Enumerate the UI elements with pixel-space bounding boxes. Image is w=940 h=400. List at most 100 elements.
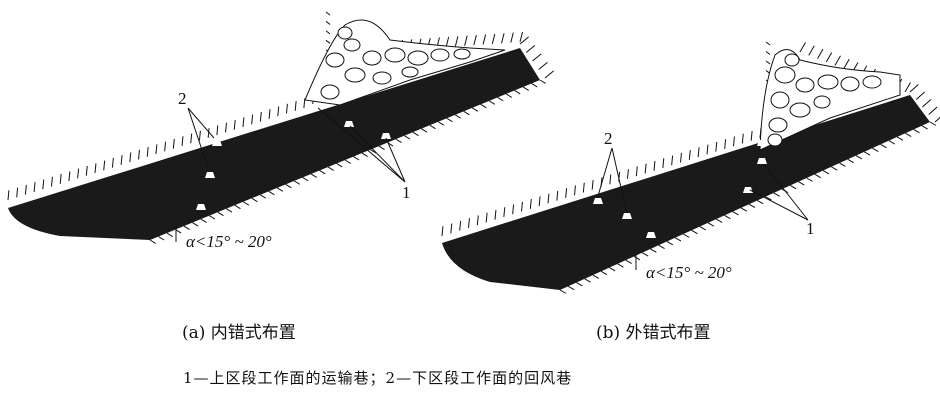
hatch-mark [740, 207, 748, 212]
hatch-mark [843, 58, 850, 69]
hatch-mark [77, 168, 80, 179]
hatch-mark [834, 55, 841, 66]
hatch-mark [497, 96, 504, 102]
hatch-mark [24, 184, 27, 195]
hatch-mark [192, 222, 199, 227]
hatch-mark [591, 179, 594, 190]
angle-label-b: α<15° ~ 20° [646, 263, 732, 282]
hatch-mark [7, 190, 10, 201]
hatch-mark [539, 79, 546, 84]
coal-seam-b [442, 95, 930, 290]
hatch-mark [404, 135, 411, 140]
hatch-mark [627, 169, 629, 179]
hatch-mark [748, 203, 756, 208]
hatch-mark [505, 93, 513, 98]
hatch-mark [503, 207, 506, 217]
hatch-mark [319, 170, 326, 175]
hatch-mark [421, 128, 428, 133]
hatch-mark [909, 84, 919, 93]
hatch-mark [450, 223, 453, 234]
hatch-mark [464, 35, 468, 46]
hatch-mark [471, 107, 479, 112]
hatch-mark [817, 48, 824, 59]
hatch-mark [574, 185, 576, 196]
hatch-mark [294, 101, 297, 111]
hatch-mark [567, 285, 575, 291]
hatch-mark [521, 201, 523, 212]
hatch-mark [494, 209, 497, 220]
hatch-mark [198, 130, 201, 141]
leader-lines-a [175, 107, 406, 242]
hatch-mark [847, 158, 854, 164]
hatch-mark [896, 136, 904, 141]
hatch-mark [16, 187, 19, 198]
hatch-mark [814, 173, 822, 179]
hatch-mark [773, 192, 780, 197]
hatch-mark [242, 117, 245, 128]
hatch-mark [476, 215, 479, 226]
hatch-mark [325, 11, 331, 16]
hatch-mark [765, 41, 771, 46]
hatch-mark [361, 152, 368, 157]
hatch-mark [798, 181, 805, 186]
hatch-mark [658, 244, 665, 250]
hatch-mark [459, 220, 462, 231]
hatch-mark [732, 211, 739, 216]
hatch-mark [538, 61, 548, 70]
hatch-mark [765, 60, 771, 65]
hatch-mark [625, 259, 632, 264]
hatch-mark [378, 145, 385, 150]
hatch-mark [576, 282, 583, 287]
hatch-mark [166, 232, 173, 237]
hatch-mark [412, 131, 419, 137]
hatch-mark [268, 109, 271, 119]
hatch-mark [336, 163, 343, 168]
hatch-mark [446, 117, 453, 123]
hatch-mark [921, 125, 928, 130]
coal-seam-a [8, 48, 540, 240]
hatch-mark [353, 156, 360, 161]
hatch-mark [671, 155, 674, 166]
hatch-mark [650, 248, 657, 253]
hatch-mark [644, 163, 647, 174]
hatch-mark [473, 34, 477, 46]
hatch-mark [519, 36, 529, 45]
hatch-mark [94, 163, 97, 174]
hatch-mark [699, 226, 706, 231]
hatch-mark [327, 166, 334, 171]
hatch-mark [547, 193, 550, 204]
hatch-mark [799, 42, 806, 53]
hatch-mark [155, 144, 158, 155]
hatch-mark [724, 139, 727, 149]
hatch-mark [653, 160, 656, 171]
hatch-mark [68, 171, 71, 182]
hatch-mark [582, 182, 585, 193]
hatch-mark [757, 199, 764, 205]
hatch-mark [491, 33, 496, 44]
hatch-mark [234, 204, 241, 210]
hatch-mark [510, 32, 514, 43]
hatch-mark [888, 140, 896, 145]
angle-label-a: α<15° ~ 20° [186, 232, 272, 251]
label-2-b: 2 [604, 129, 613, 148]
hatch-mark [680, 152, 682, 163]
hatch-mark [635, 166, 638, 177]
hatch-mark [149, 239, 156, 244]
hatch-mark [183, 225, 190, 230]
hatch-mark [207, 128, 210, 138]
hatch-mark [662, 158, 665, 168]
hatch-mark [33, 182, 36, 192]
hatch-mark [750, 130, 753, 141]
hatch-mark [209, 215, 216, 220]
hatch-mark [609, 267, 616, 272]
hatch-mark [825, 52, 833, 63]
hatch-mark [688, 150, 691, 160]
hatch-mark [200, 218, 207, 224]
hatch-mark [880, 143, 887, 149]
label-2-a: 2 [178, 89, 187, 108]
hatch-mark [806, 177, 813, 182]
hatch-mark [485, 212, 488, 223]
hatch-mark [789, 185, 797, 190]
hatch-mark [226, 208, 233, 213]
hatch-mark [904, 82, 911, 93]
